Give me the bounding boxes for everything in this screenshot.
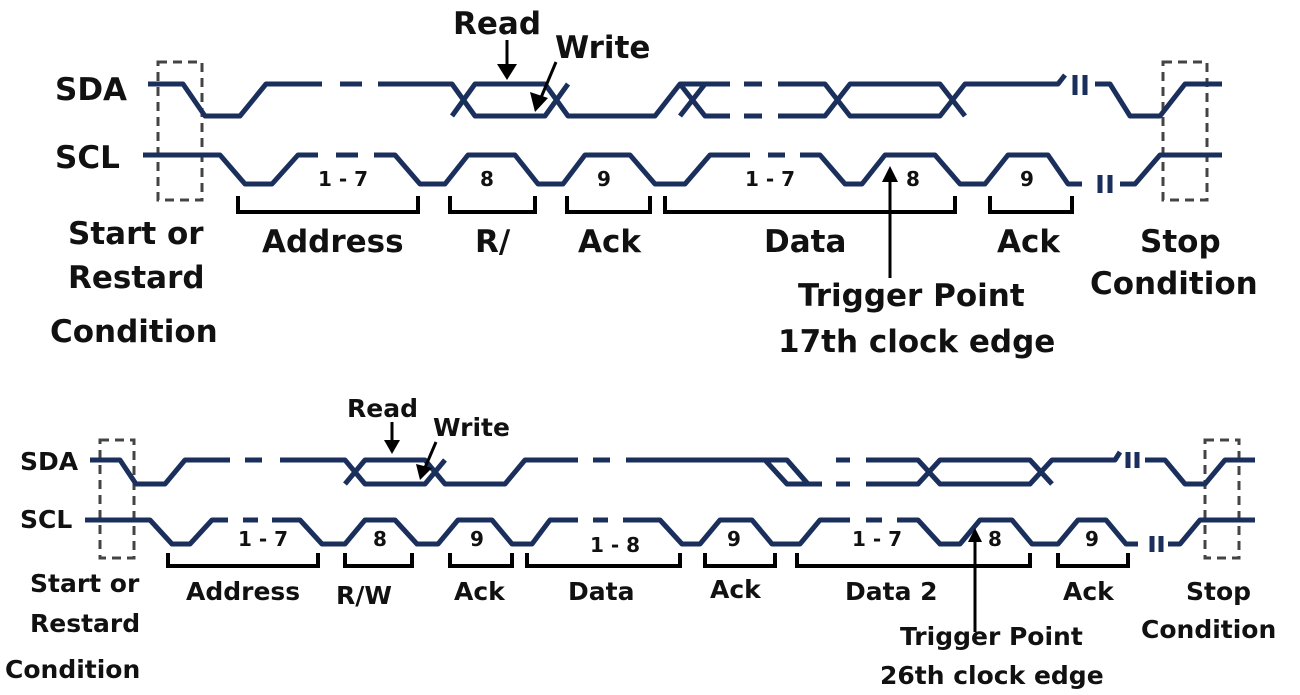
rw-label: R/: [475, 224, 511, 260]
rw-label-2: R/W: [336, 581, 392, 610]
bracket-data: [663, 196, 957, 214]
bracket-ack2-2: [703, 553, 777, 568]
address-label-2: Address: [186, 577, 300, 606]
ack-label: Ack: [578, 224, 642, 260]
diagram-2: SDA SCL Read Write 1 - 7 8 9 1 - 8 9 1 -…: [5, 394, 1276, 690]
start-label-2-line1: Start or: [30, 569, 140, 598]
bracket-ack3-2: [1056, 553, 1130, 568]
start-condition-box: [156, 60, 204, 202]
write-label: Write: [555, 30, 650, 66]
scl-label-2: SCL: [20, 505, 72, 534]
bracket-data-2: [525, 553, 682, 568]
stop-condition-box: [1161, 60, 1209, 202]
sda-waveform-2: [90, 450, 1255, 487]
bit-data2-last-label-2: 8: [988, 527, 1002, 551]
bit-ack2-label-2: 9: [727, 527, 741, 551]
bits-address-label-2: 1 - 7: [238, 527, 288, 551]
bracket-address-2: [166, 553, 320, 568]
scl-waveform-2: [85, 517, 1255, 552]
start-label-2-line2: Restard: [30, 609, 140, 638]
stop-label-line2: Condition: [1090, 266, 1258, 302]
bracket-data2-2: [795, 553, 1032, 568]
start-label-2-line3: Condition: [5, 655, 140, 684]
address-label: Address: [262, 224, 404, 260]
write-arrow: [538, 61, 558, 101]
bit-data-last-label: 8: [906, 167, 920, 191]
read-arrow-head-2: [384, 440, 400, 454]
sda-label: SDA: [55, 72, 127, 108]
trigger-arrow-head-2: [968, 528, 982, 542]
bits-address-label: 1 - 7: [318, 167, 368, 191]
bracket-address: [236, 196, 420, 214]
scl-label: SCL: [55, 140, 120, 176]
ack2-label-2: Ack: [710, 575, 762, 604]
bits-data-label-2: 1 - 8: [590, 533, 640, 557]
data-label: Data: [764, 224, 846, 260]
start-label-line2: Restard: [68, 260, 205, 296]
bracket-rw-2: [343, 553, 414, 568]
start-label-line1: Start or: [68, 216, 204, 252]
bit-rw-label-2: 8: [373, 527, 387, 551]
ack-label-2: Ack: [454, 577, 506, 606]
read-arrow-head: [497, 64, 517, 80]
bit-ack2-label: 9: [1020, 167, 1034, 191]
start-label-line3: Condition: [50, 314, 218, 350]
bit-ack-label-2: 9: [470, 527, 484, 551]
data-label-2: Data: [568, 577, 634, 606]
trigger-arrow-head: [882, 166, 898, 182]
data2-label-2: Data 2: [845, 577, 938, 606]
bracket-rw: [448, 196, 537, 214]
stop-label-2-line2: Condition: [1141, 615, 1276, 644]
bits-data2-label-2: 1 - 7: [852, 527, 902, 551]
trigger-label-2-line1: Trigger Point: [900, 622, 1083, 651]
write-arrow-2: [422, 441, 438, 471]
ack3-label-2: Ack: [1063, 577, 1115, 606]
bracket-ack-2: [448, 553, 514, 568]
stop-condition-box-2: [1203, 438, 1241, 560]
write-label-2: Write: [433, 413, 510, 442]
ack2-label: Ack: [997, 224, 1061, 260]
sda-label-2: SDA: [20, 447, 79, 476]
bit-ack-label: 9: [597, 167, 611, 191]
bracket-ack2: [988, 196, 1074, 214]
write-arrow-head: [530, 92, 548, 112]
scl-waveform-1: [143, 152, 1222, 193]
bits-data-label: 1 - 7: [745, 167, 795, 191]
stop-label-2-line1: Stop: [1186, 577, 1251, 606]
write-arrow-head-2: [416, 464, 432, 480]
stop-label-line1: Stop: [1140, 224, 1221, 260]
read-label: Read: [453, 6, 541, 42]
trigger-label-2-line2: 26th clock edge: [880, 661, 1104, 690]
start-condition-box-2: [98, 438, 136, 560]
diagram-1: SDA SCL Read Write 1 - 7 8 9 1 - 7 8 9 S…: [50, 6, 1258, 360]
bit-rw-label: 8: [480, 167, 494, 191]
sda-waveform-1: [148, 73, 1222, 119]
bracket-ack: [565, 196, 652, 214]
trigger-label-line2: 17th clock edge: [778, 324, 1055, 360]
bit-ack3-label-2: 9: [1085, 527, 1099, 551]
read-label-2: Read: [347, 394, 418, 423]
trigger-label-line1: Trigger Point: [798, 278, 1025, 314]
